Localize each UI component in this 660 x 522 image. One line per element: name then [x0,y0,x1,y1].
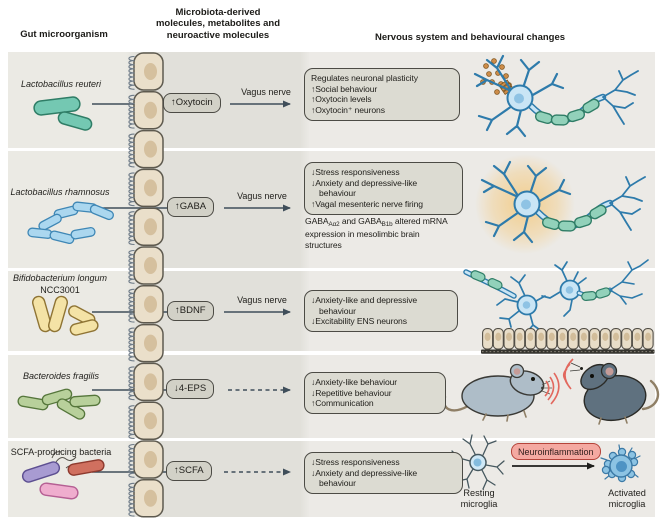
lactobacillus-rhamnosus-icon [27,201,115,245]
effect-line: ↓Excitability ENS neurons [311,316,407,327]
resting-microglia-label: Resting microglia [460,488,498,510]
organism-label-bacteroides-fragilis: Bacteroides fragilis [22,371,100,381]
organism-label-scfa-bacteria: SCFA-producing bacteria [10,447,112,457]
bifidobacterium-longum-icon [31,295,99,336]
pathway-label-vagus-nerve: Vagus nerve [237,191,287,201]
note-subscript: B1b [381,221,393,228]
note-text: altered mRNA expression in mesolimbic br… [305,216,448,251]
gaba-receptor-note: GABAAα2 and GABAB1b altered mRNA express… [305,216,457,252]
organism-strain: NCC3001 [40,284,80,295]
header-gut-microorganism: Gut microorganism [20,29,108,40]
header-line: neuroactive molecules [166,29,270,41]
neuron-glow-illustration [475,154,645,254]
effects-box-row3: ↓Anxiety-like and depressive behaviour ↓… [304,290,458,333]
header-microbiota-molecules: Microbiota-derived molecules, metabolite… [141,7,295,41]
activated-microglia-icon [600,444,641,483]
effects-box-row1: Regulates neuronal plasticity ↑Social be… [304,68,460,121]
note-text: and GABA [339,216,382,226]
effect-line: ↑Oxytocin levels [311,94,372,105]
effect-line: ↓Anxiety-like and depressive behaviour [311,295,418,316]
sound-waves-right [562,358,574,390]
effects-box-row5: ↓Stress responsiveness ↓Anxiety and depr… [304,452,463,495]
effects-box-row4: ↓Anxiety-like behaviour ↓Repetitive beha… [304,372,446,415]
right-mouse [562,358,660,425]
bacteroides-fragilis-icon [17,388,101,420]
molecule-pill-oxytocin: ↑Oxytocin [163,93,221,113]
effect-line: ↑Oxytocin⁺ neurons [311,105,385,116]
effect-line: Regulates neuronal plasticity [311,73,418,83]
effect-line: ↓Stress responsiveness [311,457,400,467]
effect-line: ↓Anxiety and depressive-like behaviour [311,177,418,199]
ens-neurons-illustration [463,259,649,333]
header-line: molecules, metabolites and [155,18,281,30]
effect-line: ↓Stress responsiveness [311,167,400,177]
pathway-label-vagus-nerve: Vagus nerve [237,295,287,305]
effect-line: ↓Repetitive behaviour [311,387,392,398]
molecule-pill-gaba: ↑GABA [167,197,215,217]
effect-line: ↑Vagal mesenteric nerve firing [311,199,423,210]
effect-line: ↓Anxiety-like behaviour [311,377,398,387]
activated-microglia-label: Activated microglia [608,488,646,510]
organism-label-lactobacillus-reuteri: Lactobacillus reuteri [20,79,102,89]
note-text: GABA [305,216,329,226]
resting-microglia-icon [449,434,505,490]
left-mouse [442,363,560,422]
mice-illustration [442,358,660,425]
gut-lining-illustration [481,328,655,354]
molecule-pill-scfa: ↑SCFA [166,461,212,481]
header-line: Microbiota-derived [175,7,261,18]
organism-label-lactobacillus-rhamnosus: Lactobacillus rhamnosus [10,187,110,197]
effect-line: ↓Anxiety and depressive-like behaviour [311,467,418,489]
effects-box-row2: ↓Stress responsiveness ↓Anxiety and depr… [304,162,463,215]
organism-name: Bifidobacterium longum [12,273,108,283]
header-nervous-system: Nervous system and behavioural changes [374,32,566,43]
pathway-label-vagus-nerve: Vagus nerve [241,87,291,97]
scfa-bacteria-icon [21,451,105,500]
organism-label-bifidobacterium-longum: Bifidobacterium longum NCC3001 [4,273,116,296]
effect-line: ↑Social behaviour [311,83,378,94]
sound-waves-left [544,372,560,405]
molecule-pill-bdnf: ↑BDNF [167,301,214,321]
lactobacillus-reuteri-icon [33,96,93,131]
neuroinflammation-badge: Neuroinflammation [511,443,601,460]
gut-epithelium-illustration [128,52,164,518]
effect-line: ↑Communication [311,398,374,409]
note-subscript: Aα2 [328,221,340,228]
molecule-pill-4eps: ↓4-EPS [166,379,215,399]
neuron-oxytocin-illustration [475,56,638,136]
